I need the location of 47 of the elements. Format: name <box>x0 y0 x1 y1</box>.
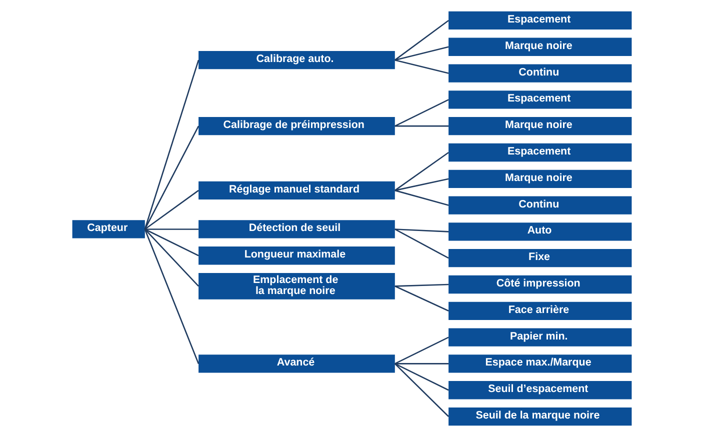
node-box: Longueur maximale <box>198 246 395 265</box>
connector <box>394 228 449 259</box>
node-box: Calibrage auto. <box>198 51 395 70</box>
node-box: Capteur <box>72 220 145 238</box>
connector <box>394 363 449 364</box>
node-box: Avancé <box>198 354 395 373</box>
connector <box>394 284 449 287</box>
node-box: Espacement <box>448 90 632 109</box>
connector <box>394 228 449 232</box>
connector <box>394 152 449 191</box>
node-box: Espacement <box>448 143 632 162</box>
node-box: Emplacement de la marque noire <box>198 272 395 300</box>
connector <box>394 190 449 206</box>
connector <box>144 190 199 230</box>
node-box: Marque noire <box>448 38 632 56</box>
connector <box>394 46 449 61</box>
node-box: Espace max./Marque <box>448 354 632 373</box>
connector <box>394 99 449 127</box>
node-box: Seuil de la marque noire <box>448 407 632 426</box>
node-box: Côté impression <box>448 275 632 294</box>
node-box: Marque noire <box>448 170 632 188</box>
connector <box>394 125 449 127</box>
connector <box>144 228 199 256</box>
connector <box>144 126 200 230</box>
node-box: Marque noire <box>448 117 632 136</box>
connector <box>394 363 449 417</box>
connector <box>394 336 449 364</box>
node-box: Continu <box>448 196 632 214</box>
connector <box>394 286 449 312</box>
connector <box>394 20 449 61</box>
connector <box>144 228 200 364</box>
node-box: Fixe <box>448 249 632 268</box>
node-box: Seuil d’espacement <box>448 381 632 400</box>
node-box: Auto <box>448 222 632 241</box>
node-box: Réglage manuel standard <box>198 181 395 200</box>
node-box: Espacement <box>448 11 632 30</box>
node-box: Papier min. <box>448 328 632 346</box>
node-box: Face arrière <box>448 302 632 320</box>
node-box: Continu <box>448 64 632 82</box>
connector <box>144 228 200 287</box>
connector <box>144 228 199 230</box>
connector <box>144 60 200 230</box>
connector <box>394 178 449 192</box>
node-box: Calibrage de préimpression <box>198 117 395 136</box>
connector <box>394 59 449 74</box>
connector <box>394 363 449 391</box>
node-box: Détection de seuil <box>198 220 395 238</box>
